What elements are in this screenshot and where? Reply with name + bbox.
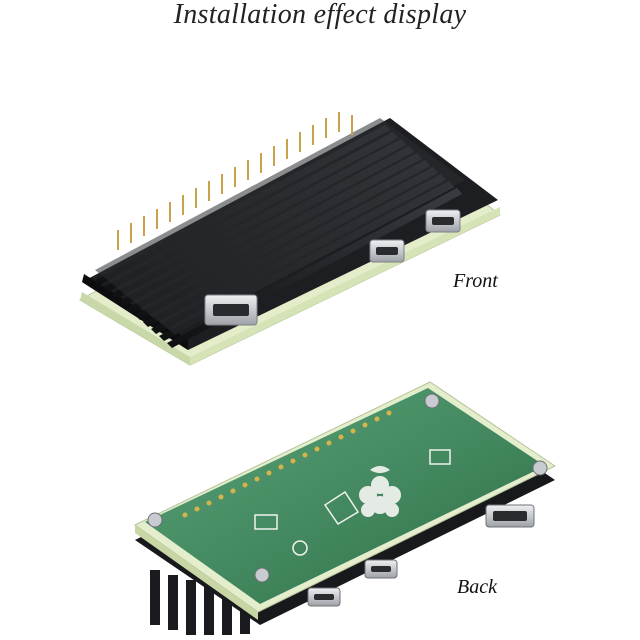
page-title: Installation effect display: [173, 0, 467, 30]
micro-usb-port-1: [369, 239, 405, 263]
gpio-pads: [182, 410, 392, 518]
back-mini-hdmi-port: [485, 504, 535, 528]
gpio-header-pins: [117, 112, 353, 250]
back-micro-usb-port-2: [307, 587, 341, 607]
mini-hdmi-port: [204, 294, 258, 326]
back-assembly-photo: [134, 381, 556, 635]
raspberry-logo: [359, 466, 401, 517]
pcb-board: [145, 388, 545, 604]
front-label: Front: [453, 270, 498, 292]
back-label: Back: [457, 576, 497, 598]
micro-usb-port-2: [425, 209, 461, 233]
silkscreen-marks: [254, 449, 451, 556]
back-micro-usb-port-1: [364, 559, 398, 579]
corner-screws: [147, 393, 548, 583]
front-assembly-photo: [78, 112, 501, 366]
